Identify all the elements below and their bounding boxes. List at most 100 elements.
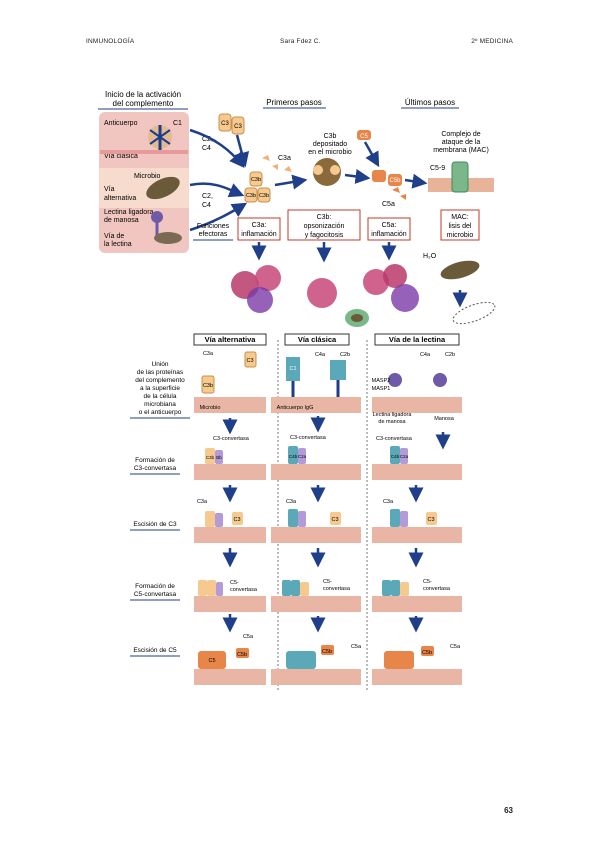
row-label-binding: Unión de las proteínas del complemento a… xyxy=(130,361,190,419)
c5a-effect-box: C5a: inflamación xyxy=(367,217,411,241)
svg-text:C5-: C5- xyxy=(423,579,432,585)
svg-text:C2,: C2, xyxy=(202,193,213,200)
svg-text:C5a:: C5a: xyxy=(382,222,397,229)
c5a-fragments xyxy=(392,187,406,200)
column-headers: Vía alternativa Vía clásica Vía de la le… xyxy=(193,333,460,346)
svg-text:MASP2: MASP2 xyxy=(372,378,391,384)
svg-text:Lectina ligadora: Lectina ligadora xyxy=(104,209,154,216)
svg-text:C2a: C2a xyxy=(400,454,409,459)
svg-text:C5-: C5- xyxy=(323,579,332,585)
c1-antibody-icon xyxy=(100,125,188,154)
svg-text:C3b: C3b xyxy=(246,193,256,199)
svg-text:C5a: C5a xyxy=(243,634,254,640)
membrane-bars xyxy=(194,397,462,685)
svg-text:C3: C3 xyxy=(234,124,242,130)
svg-text:C4a: C4a xyxy=(315,352,326,358)
svg-text:a la superficie: a la superficie xyxy=(140,385,180,392)
svg-text:C3-convertasa: C3-convertasa xyxy=(213,436,250,442)
svg-text:Últimos pasos: Últimos pasos xyxy=(405,98,455,107)
svg-text:Inicio de la activación: Inicio de la activación xyxy=(105,90,181,99)
svg-text:ataque de la: ataque de la xyxy=(442,139,481,146)
effector-functions-label: Funciones efectoras xyxy=(193,223,233,241)
c5-cleavage-proteins: C5 C5b C5b C5b C5a C5a C5a xyxy=(198,634,461,669)
classic-binding-proteins: C4a C2b C1 Anticuerpo IgG xyxy=(277,352,350,411)
svg-text:C2b: C2b xyxy=(445,352,455,358)
water-label: H₂O xyxy=(423,253,437,260)
svg-text:C5-: C5- xyxy=(230,580,239,586)
c5a-label: C5a xyxy=(382,201,395,208)
svg-text:en el microbio: en el microbio xyxy=(308,149,352,156)
svg-text:Lectina ligadora: Lectina ligadora xyxy=(373,412,413,418)
c2-c4-label: C2, C4 C2, C4 xyxy=(202,136,213,209)
svg-text:Vía clásica: Vía clásica xyxy=(298,335,337,344)
svg-text:C3: C3 xyxy=(427,517,434,523)
c5-convertase-labels: C5- convertasa C5- convertasa C5- conver… xyxy=(230,579,451,593)
svg-text:C3b:: C3b: xyxy=(317,214,332,221)
svg-text:C4a: C4a xyxy=(420,352,431,358)
svg-text:C5: C5 xyxy=(360,134,368,140)
phagocyte-icon xyxy=(307,278,369,327)
svg-text:C3-convertasa: C3-convertasa xyxy=(134,465,177,472)
svg-text:C5b: C5b xyxy=(237,652,247,658)
svg-text:C3: C3 xyxy=(246,358,253,364)
header-course: 2º MEDICINA xyxy=(471,38,513,45)
svg-text:Vía alternativa: Vía alternativa xyxy=(205,335,257,344)
c3-protein-icon: C3 C3 xyxy=(218,113,245,135)
svg-text:C3b: C3b xyxy=(251,177,261,183)
svg-text:C2a: C2a xyxy=(298,454,307,459)
svg-text:Microbio: Microbio xyxy=(200,405,221,411)
c5-protein-icon: C5 C5b xyxy=(357,130,402,186)
svg-text:C5a: C5a xyxy=(450,644,461,650)
c3b-microbe-icon xyxy=(313,158,341,186)
svg-text:Vía de la lectina: Vía de la lectina xyxy=(389,335,446,344)
svg-text:membrana (MAC): membrana (MAC) xyxy=(433,147,489,154)
svg-text:convertasa: convertasa xyxy=(323,586,351,592)
svg-text:C3-convertasa: C3-convertasa xyxy=(290,435,327,441)
svg-text:C3a: C3a xyxy=(203,351,214,357)
svg-text:C3: C3 xyxy=(221,121,229,127)
svg-text:C5b: C5b xyxy=(389,178,401,184)
c3-convertase-labels: C3-convertasa C3-convertasa C3-convertas… xyxy=(213,435,413,442)
svg-text:Escisión de C3: Escisión de C3 xyxy=(133,521,177,528)
inflammatory-cells-icon xyxy=(231,264,419,313)
svg-text:C5-convertasa: C5-convertasa xyxy=(134,591,177,598)
svg-text:C3b: C3b xyxy=(259,193,269,199)
svg-text:Escisión de C5: Escisión de C5 xyxy=(133,647,177,654)
svg-text:alternativa: alternativa xyxy=(104,195,136,202)
c3b-deposited-label: C3b depositado en el microbio xyxy=(308,133,352,156)
header-subject: INMUNOLOGÍA xyxy=(86,38,135,45)
c3b-effect-box: C3b: opsonización y fagocitosis xyxy=(287,209,361,241)
mac-effect-box: MAC: lisis del microbio xyxy=(440,209,480,241)
svg-text:inflamación: inflamación xyxy=(241,231,277,238)
svg-text:Bb: Bb xyxy=(216,455,222,460)
svg-text:opsonización: opsonización xyxy=(304,223,345,230)
svg-text:Formación de: Formación de xyxy=(135,457,175,464)
svg-text:del complemento: del complemento xyxy=(135,377,185,384)
row-label-c5-convertase: Formación de C5-convertasa xyxy=(130,583,180,601)
svg-text:C3: C3 xyxy=(331,517,338,523)
svg-text:Primeros pasos: Primeros pasos xyxy=(266,98,322,107)
svg-text:C4: C4 xyxy=(202,145,211,152)
svg-text:MASP1: MASP1 xyxy=(372,386,391,392)
svg-text:C1: C1 xyxy=(173,120,182,127)
svg-text:de manosa: de manosa xyxy=(378,419,406,425)
svg-text:Manosa: Manosa xyxy=(434,416,455,422)
svg-text:Vía: Vía xyxy=(104,186,115,193)
svg-text:de la célula: de la célula xyxy=(144,393,177,400)
svg-text:Anticuerpo IgG: Anticuerpo IgG xyxy=(277,405,314,411)
c3-convertase-cluster: C3b C3b C3b xyxy=(244,171,271,203)
svg-text:C5b: C5b xyxy=(322,649,332,655)
flow-arrows-bottom xyxy=(222,416,451,633)
svg-text:Formación de: Formación de xyxy=(135,583,175,590)
svg-text:y fagocitosis: y fagocitosis xyxy=(305,232,344,239)
svg-text:MAC:: MAC: xyxy=(451,214,469,221)
lysed-microbe-icon xyxy=(440,260,496,325)
effector-arrows xyxy=(251,242,468,308)
svg-text:microbiana: microbiana xyxy=(144,401,176,408)
svg-text:Anticuerpo: Anticuerpo xyxy=(104,120,138,127)
first-steps-title: Primeros pasos xyxy=(263,98,326,109)
svg-text:la lectina: la lectina xyxy=(104,241,132,248)
mac-title: Complejo de ataque de la membrana (MAC) xyxy=(433,131,489,154)
